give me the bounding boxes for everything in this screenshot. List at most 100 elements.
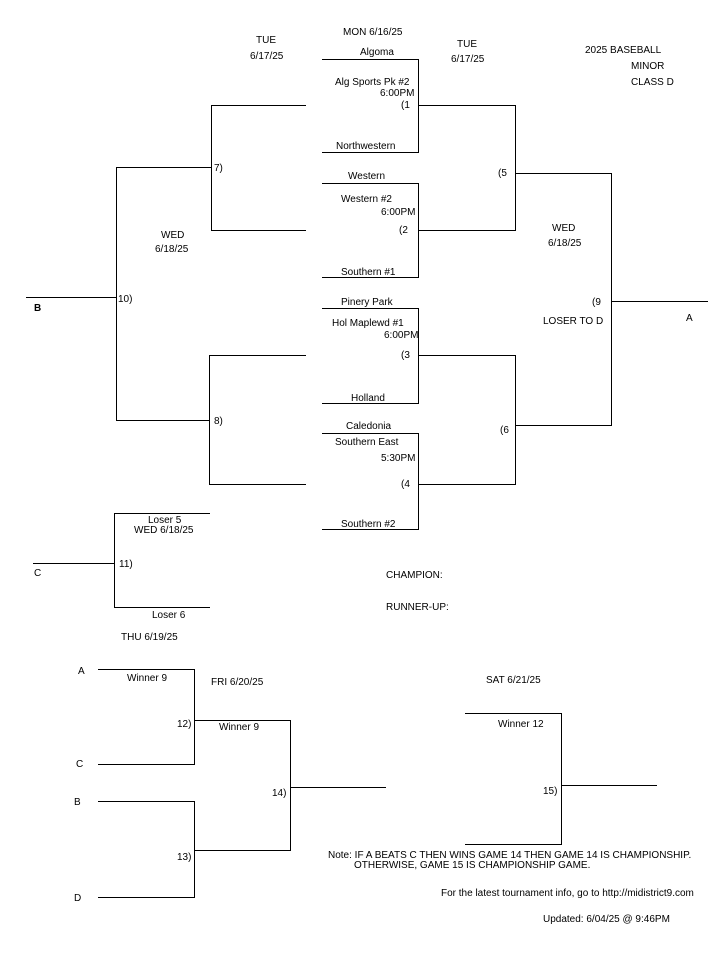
game6-number: (6	[500, 425, 509, 436]
game7-out-line	[116, 167, 212, 168]
game11-bottom-line	[114, 607, 210, 608]
sat-label: SAT 6/21/25	[486, 675, 541, 686]
game1-time: 6:00PM	[380, 88, 415, 99]
game11-bracket-line	[114, 513, 115, 607]
wed-right-label: WED	[552, 223, 576, 234]
champion-label: CHAMPION:	[386, 570, 443, 581]
game4-bottom-line	[322, 529, 419, 530]
game4-out-line	[418, 484, 515, 485]
game12-bottom-letter: C	[76, 759, 84, 770]
game15-bottom-line	[465, 844, 562, 845]
runner-up-label: RUNNER-UP:	[386, 602, 449, 613]
game3-bottom-line	[322, 403, 419, 404]
game12-number: 12)	[177, 719, 192, 730]
game3-top-team: Pinery Park	[341, 297, 393, 308]
game13-bottom-letter: D	[74, 893, 82, 904]
game15-top-line	[465, 713, 562, 714]
loser6-label: Loser 6	[152, 610, 186, 621]
game10-bracket-line	[116, 167, 117, 421]
game2-number: (2	[399, 225, 408, 236]
game9-number: (9	[592, 297, 601, 308]
game11-number: 11)	[119, 559, 133, 570]
game1-bottom-team: Northwestern	[336, 141, 396, 152]
game12-out-line	[194, 720, 291, 721]
tournament-info: For the latest tournament info, go to ht…	[441, 888, 694, 899]
game11-top-line	[114, 513, 210, 514]
game5-number: (5	[498, 168, 507, 179]
game6-bracket-line	[515, 355, 516, 485]
game1-site: Alg Sports Pk #2	[335, 77, 410, 88]
game7-top-line	[211, 105, 306, 106]
game7-number: 7)	[214, 163, 223, 174]
game2-top-line	[322, 183, 419, 184]
game13-top-line	[98, 801, 195, 802]
game3-time: 6:00PM	[384, 330, 419, 341]
game4-right-line	[418, 433, 419, 529]
note-line-2: OTHERWISE, GAME 15 IS CHAMPIONSHIP GAME.	[354, 860, 591, 871]
game12-top-line	[98, 669, 195, 670]
game7-bracket-line	[211, 105, 212, 231]
game3-site: Hol Maplewd #1	[332, 318, 404, 329]
game4-number: (4	[401, 479, 410, 490]
game3-bottom-team: Holland	[351, 393, 385, 404]
game1-top-line	[322, 59, 419, 60]
header-tue-right-date: 6/17/25	[451, 54, 485, 65]
wed-left-date: 6/18/25	[155, 244, 189, 255]
game3-top-line	[322, 308, 419, 309]
game15-bracket-line	[561, 713, 562, 844]
game1-top-team: Algoma	[360, 47, 394, 58]
game15-top-label: Winner 12	[498, 719, 544, 730]
game14-bracket-line	[290, 720, 291, 851]
wed-left-label: WED	[161, 230, 185, 241]
game3-out-line	[418, 355, 515, 356]
game8-out-line	[116, 420, 210, 421]
updated-stamp: Updated: 6/04/25 @ 9:46PM	[543, 914, 670, 925]
game1-out-line	[418, 105, 515, 106]
header-tue-left: TUE	[256, 35, 276, 46]
game9-bracket-line	[611, 173, 612, 426]
title-line-2: MINOR	[631, 61, 665, 72]
game15-number: 15)	[543, 786, 558, 797]
wed-right-date: 6/18/25	[548, 238, 582, 249]
game1-number: (1	[401, 100, 410, 111]
game12-bottom-line	[98, 764, 195, 765]
game1-bottom-line	[322, 152, 419, 153]
game14-number: 14)	[272, 788, 287, 799]
game8-number: 8)	[214, 416, 223, 427]
game4-top-team: Caledonia	[346, 421, 392, 432]
header-tue-left-date: 6/17/25	[250, 51, 284, 62]
game9-loser-note: LOSER TO D	[543, 316, 604, 327]
game13-number: 13)	[177, 852, 192, 863]
thu-label: THU 6/19/25	[121, 632, 178, 643]
game13-top-letter: B	[74, 797, 81, 808]
game12-top-letter: A	[78, 666, 85, 677]
game12-top-label: Winner 9	[127, 673, 168, 684]
game2-bottom-line	[322, 277, 419, 278]
wed-game11-label: WED 6/18/25	[134, 525, 194, 536]
game10-number: 10)	[118, 294, 133, 305]
game3-number: (3	[401, 350, 410, 361]
note-line-1: Note: IF A BEATS C THEN WINS GAME 14 THE…	[328, 850, 692, 861]
game15-out-line	[561, 785, 657, 786]
game2-top-team: Western	[348, 171, 386, 182]
loser5-label: Loser 5	[148, 515, 182, 526]
game7-bottom-line	[211, 230, 306, 231]
game12-bracket-line	[194, 669, 195, 764]
game4-site: Southern East	[335, 437, 399, 448]
game5-bracket-line	[515, 105, 516, 231]
title-line-3: CLASS D	[631, 77, 674, 88]
game5-out-line	[515, 173, 612, 174]
game2-bottom-team: Southern #1	[341, 267, 396, 278]
game14-out-line	[290, 787, 386, 788]
slot-c-left: C	[34, 568, 42, 579]
game13-bracket-line	[194, 801, 195, 897]
header-tue-right: TUE	[457, 39, 477, 50]
title-line-1: 2025 BASEBALL	[585, 45, 662, 56]
game4-bottom-team: Southern #2	[341, 519, 396, 530]
game6-out-line	[515, 425, 612, 426]
fri-label: FRI 6/20/25	[211, 677, 264, 688]
game2-site: Western #2	[341, 194, 392, 205]
header-mon-date: MON 6/16/25	[343, 27, 403, 38]
slot-b-left: B	[34, 303, 42, 314]
game2-out-line	[418, 230, 515, 231]
